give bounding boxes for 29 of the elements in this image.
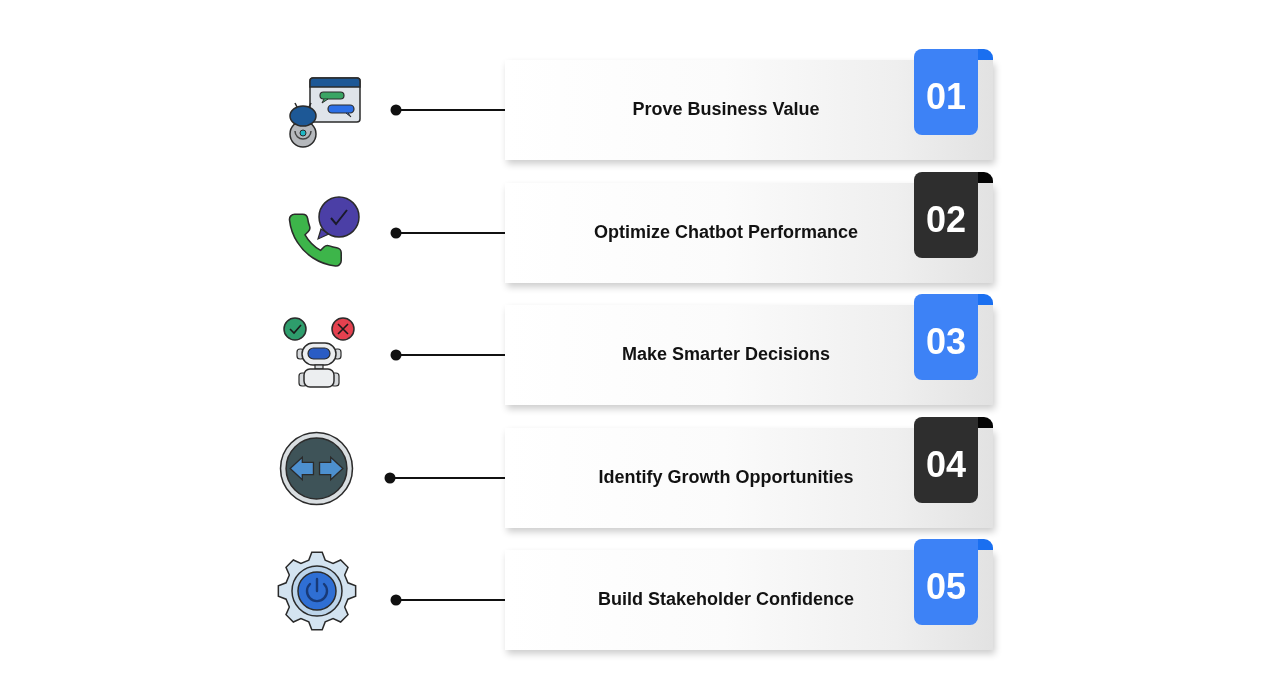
step-card [505, 183, 993, 283]
step-number: 04 [925, 447, 966, 483]
connector-line [390, 349, 506, 361]
step-title: Build Stakeholder Confidence [597, 589, 854, 611]
robot-check-cross-icon [282, 317, 356, 389]
connector-line [390, 594, 506, 606]
step-title: Make Smarter Decisions [621, 344, 831, 366]
step-number-badge [914, 539, 978, 625]
phone-check-bubble-icon [287, 195, 361, 267]
step-title: Prove Business Value [632, 99, 820, 121]
step-title: Optimize Chatbot Performance [593, 222, 858, 244]
connector-line [384, 472, 506, 484]
step-title: Identify Growth Opportunities [598, 467, 854, 489]
step-number: 05 [925, 569, 966, 605]
step-number: 03 [925, 324, 966, 360]
gear-power-icon [277, 551, 357, 631]
step-number: 02 [925, 202, 966, 238]
step-number-badge [914, 417, 978, 503]
step-number-badge [914, 49, 978, 135]
chat-window-robot-icon [286, 76, 362, 148]
step-number-badge [914, 172, 978, 258]
step-number: 01 [925, 79, 966, 115]
step-card [505, 305, 993, 405]
two-way-arrows-circle-icon [279, 431, 354, 506]
connector-line [390, 104, 506, 116]
step-card [505, 550, 993, 650]
step-card [505, 60, 993, 160]
step-card [505, 428, 993, 528]
step-number-badge [914, 294, 978, 380]
